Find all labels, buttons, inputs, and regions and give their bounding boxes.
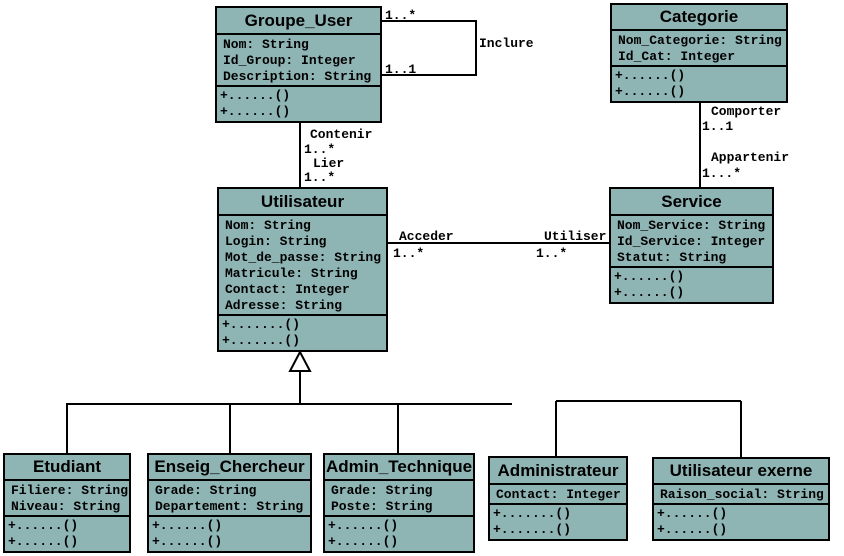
class-attribute: Contact: Integer <box>496 487 621 502</box>
acceder-association-label: Acceder <box>399 229 454 244</box>
class-method: +......() <box>220 104 291 119</box>
class-attribute: Contact: Integer <box>225 282 350 297</box>
class-attribute: Raison_social: String <box>660 487 824 502</box>
class-attribute: Nom: String <box>223 37 309 52</box>
class-methods: +......() +......() <box>325 517 473 550</box>
class-method: +......() <box>615 68 686 83</box>
class-attribute: Login: String <box>225 234 327 249</box>
appartenir-association-label: Appartenir <box>711 150 790 165</box>
class-attribute: Nom: String <box>225 218 311 233</box>
class-box-utilisateur-exerne[interactable]: Utilisateur exerne Raison_social: String… <box>652 457 830 541</box>
class-attribute: Departement: String <box>155 499 304 514</box>
class-method: +......() <box>614 285 685 300</box>
acceder-multiplicity: 1..* <box>393 246 425 261</box>
class-box-etudiant[interactable]: Etudiant Filiere: String Niveau: String … <box>3 453 131 553</box>
class-method: +......() <box>328 534 399 549</box>
inclure-association-label: Inclure <box>479 36 534 51</box>
class-attribute: Statut: String <box>617 250 727 265</box>
comporter-multiplicity: 1..1 <box>702 119 734 134</box>
class-method: +......() <box>614 269 685 284</box>
class-attributes: Nom: String Login: String Mot_de_passe: … <box>219 216 386 316</box>
class-attribute: Id_Group: Integer <box>223 53 356 68</box>
class-title: Groupe_User <box>217 8 380 35</box>
class-method: +.......() <box>222 317 301 332</box>
class-title: Utilisateur exerne <box>654 459 828 485</box>
class-method: +......() <box>152 518 223 533</box>
comporter-association-label: Comporter <box>711 104 782 119</box>
class-box-enseig-chercheur[interactable]: Enseig_Chercheur Grade: String Departeme… <box>147 453 312 553</box>
class-methods: +......() +......() <box>611 268 772 301</box>
contenir-association-label: Contenir <box>310 127 373 142</box>
class-method: +......() <box>8 518 79 533</box>
class-attribute: Poste: String <box>331 499 433 514</box>
class-title: Service <box>611 189 772 216</box>
class-methods: +......() +......() <box>654 505 828 538</box>
class-attributes: Nom_Service: String Id_Service: Integer … <box>611 216 772 268</box>
class-title: Administrateur <box>490 458 626 485</box>
class-attribute: Mot_de_passe: String <box>225 250 382 265</box>
class-attributes: Filiere: String Niveau: String <box>5 481 129 517</box>
inclure-target-multiplicity: 1..1 <box>385 62 417 77</box>
class-attribute: Grade: String <box>331 483 433 498</box>
class-method: +......() <box>657 506 728 521</box>
class-methods: +.......() +.......() <box>219 316 386 349</box>
class-method: +......() <box>220 88 291 103</box>
class-attributes: Raison_social: String <box>654 485 828 505</box>
class-attribute: Filiere: String <box>11 483 129 498</box>
class-method: +......() <box>657 522 728 537</box>
class-box-groupe-user[interactable]: Groupe_User Nom: String Id_Group: Intege… <box>215 6 382 123</box>
class-attributes: Nom_Categorie: String Id_Cat: Integer <box>612 31 786 67</box>
class-methods: +......() +......() <box>612 67 786 100</box>
class-box-admin-technique[interactable]: Admin_Technique Grade: String Poste: Str… <box>323 453 475 553</box>
utiliser-multiplicity: 1..* <box>536 246 568 261</box>
class-box-service[interactable]: Service Nom_Service: String Id_Service: … <box>609 187 774 304</box>
utiliser-association-label: Utiliser <box>544 229 607 244</box>
class-attribute: Adresse: String <box>225 298 343 313</box>
lier-association-label: Lier <box>313 156 345 171</box>
class-method: +.......() <box>222 333 301 348</box>
class-attribute: Matricule: String <box>225 266 358 281</box>
class-title: Admin_Technique <box>325 455 473 481</box>
class-attributes: Grade: String Poste: String <box>325 481 473 517</box>
class-attribute: Description: String <box>223 69 372 84</box>
class-attributes: Grade: String Departement: String <box>149 481 310 517</box>
class-attribute: Niveau: String <box>11 499 121 514</box>
class-methods: +.......() +.......() <box>490 505 626 538</box>
class-attribute: Nom_Categorie: String <box>618 33 782 48</box>
class-method: +......() <box>152 534 223 549</box>
class-methods: +......() +......() <box>149 517 310 550</box>
class-method: +.......() <box>493 506 572 521</box>
class-attributes: Nom: String Id_Group: Integer Descriptio… <box>217 35 380 87</box>
class-title: Utilisateur <box>219 189 386 216</box>
class-attribute: Grade: String <box>155 483 257 498</box>
class-method: +......() <box>8 534 79 549</box>
class-method: +......() <box>615 84 686 99</box>
inclure-source-multiplicity: 1..* <box>385 8 417 23</box>
class-box-categorie[interactable]: Categorie Nom_Categorie: String Id_Cat: … <box>610 3 788 103</box>
class-title: Enseig_Chercheur <box>149 455 310 481</box>
class-attribute: Id_Cat: Integer <box>618 49 736 64</box>
generalization-triangle-icon <box>288 349 312 372</box>
class-methods: +......() +......() <box>5 517 129 550</box>
lier-multiplicity: 1..* <box>304 170 336 185</box>
inclure-association-line <box>382 20 477 76</box>
appartenir-multiplicity: 1...* <box>702 166 742 181</box>
class-attributes: Contact: Integer <box>490 485 626 505</box>
class-title: Etudiant <box>5 455 129 481</box>
class-method: +......() <box>328 518 399 533</box>
class-methods: +......() +......() <box>217 87 380 120</box>
class-attribute: Id_Service: Integer <box>617 234 766 249</box>
class-attribute: Nom_Service: String <box>617 218 766 233</box>
class-box-administrateur[interactable]: Administrateur Contact: Integer +.......… <box>488 456 628 541</box>
class-box-utilisateur[interactable]: Utilisateur Nom: String Login: String Mo… <box>217 187 388 352</box>
class-title: Categorie <box>612 5 786 31</box>
contenir-multiplicity: 1..* <box>304 142 336 157</box>
class-method: +.......() <box>493 522 572 537</box>
